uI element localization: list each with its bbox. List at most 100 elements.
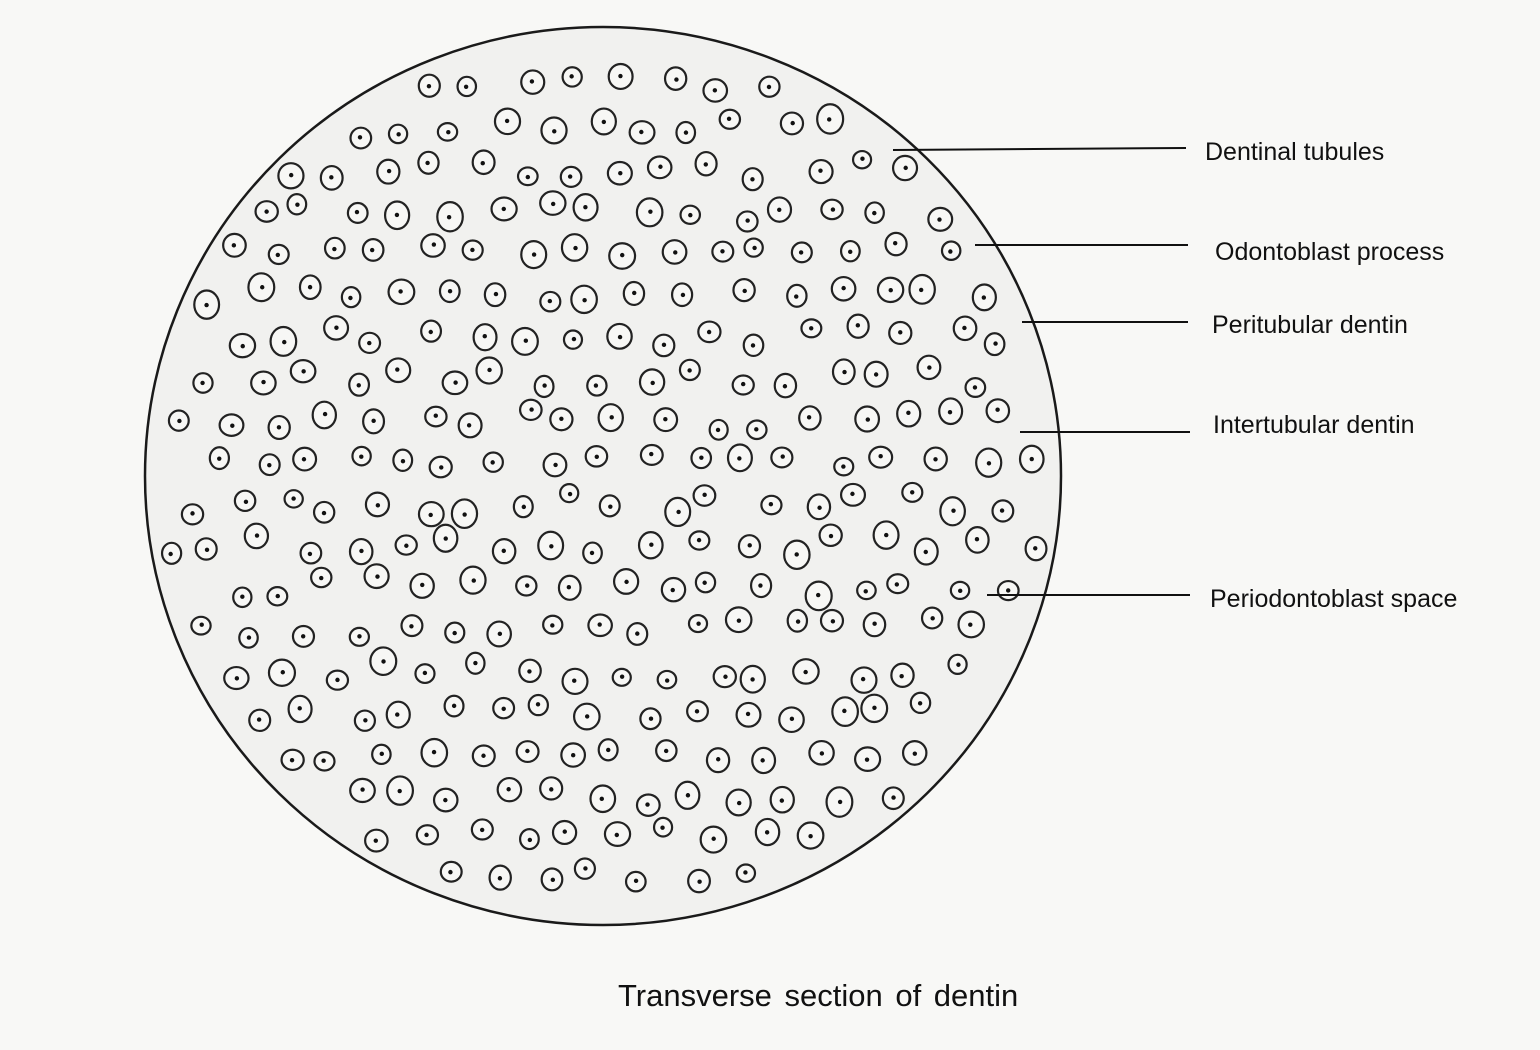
odontoblast-process-dot (334, 325, 339, 330)
odontoblast-process-dot (872, 621, 877, 626)
dentinal-tubule (735, 701, 762, 728)
dentinal-tubule (363, 563, 390, 590)
dentinal-tubule (712, 665, 737, 689)
dentinal-tubule (916, 354, 942, 381)
dentinal-tubule (192, 372, 214, 394)
dentinal-tubule (287, 694, 313, 724)
dentinal-tubule (364, 828, 389, 853)
dentinal-tubule (349, 777, 376, 804)
odontoblast-process-dot (487, 367, 492, 373)
dentinal-tubule (482, 451, 504, 473)
odontoblast-process-dot (594, 454, 599, 459)
dentinal-tubule (286, 193, 308, 216)
odontoblast-process-dot (425, 160, 430, 166)
dentinal-tubule (909, 691, 932, 715)
odontoblast-process-dot (891, 795, 896, 800)
odontoblast-process-dot (974, 537, 980, 542)
odontoblast-process-dot (803, 669, 808, 675)
dentinal-tubule (266, 586, 289, 607)
odontoblast-process-dot (395, 367, 400, 372)
dentinal-tubule (679, 204, 702, 225)
odontoblast-process-dot (267, 462, 272, 468)
odontoblast-process-dot (359, 548, 364, 554)
odontoblast-process-dot (569, 74, 574, 79)
odontoblast-process-dot (618, 170, 623, 176)
dentinal-tubule (258, 453, 281, 477)
dentinal-tubule (539, 190, 567, 216)
odontoblast-process-dot (740, 381, 746, 387)
odontoblast-process-dot (968, 622, 973, 627)
dentinal-tubule (457, 412, 483, 439)
odontoblast-process-dot (599, 796, 604, 802)
dentinal-tubule (223, 665, 250, 691)
dentinal-tubule (971, 283, 997, 312)
dentinal-tubule (927, 206, 954, 232)
odontoblast-process-dot (618, 73, 623, 79)
odontoblast-process-dot (795, 619, 801, 624)
odontoblast-process-dot (827, 117, 832, 122)
odontoblast-process-dot (471, 578, 476, 583)
dentinal-tubule (798, 405, 822, 431)
dentinal-tubule (491, 537, 517, 565)
dentinal-tubule (964, 377, 987, 398)
odontoblast-process-dot (521, 504, 527, 510)
label-intertubular-dentin: Intertubular dentin (1213, 411, 1415, 439)
odontoblast-process-dot (750, 177, 755, 182)
odontoblast-process-dot (855, 323, 861, 328)
odontoblast-process-dot (639, 129, 644, 135)
odontoblast-process-dot (177, 418, 182, 424)
dentinal-tubule (247, 272, 276, 303)
dentinal-tubule (598, 494, 621, 518)
odontoblast-process-dot (764, 830, 770, 835)
odontoblast-process-dot (321, 510, 327, 516)
dentinal-tubule (417, 73, 441, 98)
dentinal-tubule (790, 241, 813, 264)
odontoblast-process-dot (291, 496, 296, 501)
odontoblast-process-dot (550, 201, 556, 207)
odontoblast-process-dot (501, 706, 506, 712)
odontoblast-process-dot (658, 164, 663, 169)
dentinal-tubule (664, 496, 692, 528)
dentinal-tubule (923, 446, 948, 472)
odontoblast-process-dot (745, 711, 751, 717)
dentinal-tubule (438, 279, 461, 304)
label-odontoblast-process: Odontoblast process (1215, 238, 1445, 266)
dentinal-tubule (1018, 444, 1045, 474)
dentinal-tubule (551, 819, 578, 846)
odontoblast-process-dot (830, 207, 836, 212)
dentinal-tubule (383, 200, 411, 231)
odontoblast-process-dot (986, 461, 992, 466)
odontoblast-process-dot (462, 512, 467, 517)
odontoblast-process-dot (453, 380, 458, 385)
dentinal-tubule (310, 566, 333, 589)
odontoblast-process-dot (706, 329, 712, 335)
odontoblast-process-dot (865, 417, 871, 422)
dentinal-tubule (560, 742, 587, 768)
dentinal-tubule (488, 864, 512, 891)
odontoblast-process-dot (962, 325, 967, 331)
odontoblast-process-dot (307, 284, 313, 290)
dentinal-tubule (432, 523, 459, 553)
odontoblast-process-dot (433, 413, 438, 418)
odontoblast-process-dot (446, 214, 452, 220)
dentinal-tubule (708, 418, 729, 441)
odontoblast-process-dot (261, 379, 266, 385)
dentinal-tubule (511, 326, 539, 356)
dentinal-tubule (432, 787, 459, 813)
dentinal-tubule (428, 455, 453, 479)
dentinal-tubule (562, 329, 584, 350)
dentinal-tubule (167, 409, 190, 432)
odontoblast-process-dot (470, 247, 475, 253)
odontoblast-process-dot (240, 594, 245, 599)
dentinal-tubule (364, 491, 391, 518)
odontoblast-process-dot (431, 242, 437, 247)
dentinal-tubule (957, 610, 986, 639)
dentinal-tubule (450, 498, 479, 530)
odontoblast-process-dot (884, 532, 889, 538)
dentinal-tubule (243, 522, 270, 550)
odontoblast-process-dot (501, 206, 506, 212)
odontoblast-process-dot (650, 380, 655, 386)
dentinal-tubule (661, 239, 688, 265)
dentinal-tubule (470, 818, 494, 841)
dentinal-tubule (639, 707, 662, 731)
